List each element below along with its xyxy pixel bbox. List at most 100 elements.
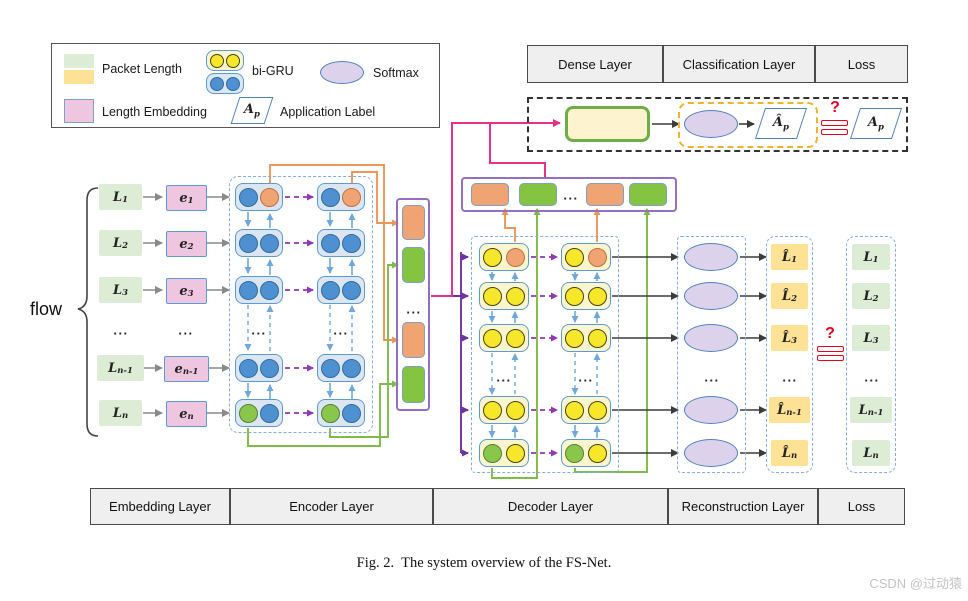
gru-unit-icon [342, 233, 362, 253]
softmax-ellipse [684, 324, 738, 352]
encoder-backward-state-item [402, 205, 425, 240]
gru-unit-icon [565, 400, 585, 420]
reconstructed-length-box: L̂2 [771, 283, 808, 309]
bigru-cell [317, 229, 365, 257]
header-loss-top: Loss [815, 45, 908, 83]
gru-unit-icon [260, 280, 280, 300]
ellipsis: ... [178, 322, 194, 338]
dense-layer-block [565, 106, 650, 142]
gru-unit-icon [565, 328, 585, 348]
packet-length-green-swatch [64, 54, 94, 68]
legend-bigru-label: bi-GRU [252, 64, 294, 78]
gru-unit-icon [565, 247, 585, 267]
classification-equals-bar [821, 120, 848, 126]
classification-softmax-ellipse [684, 110, 738, 138]
length-embedding-swatch [64, 99, 94, 123]
legend-length-embedding-label: Length Embedding [102, 105, 207, 119]
bigru-cell [479, 396, 529, 424]
gru-unit-icon [226, 76, 241, 91]
gru-unit-icon [505, 400, 525, 420]
gru-unit-icon [342, 280, 362, 300]
application-label-icon: Ap [230, 97, 274, 124]
bigru-cell [561, 324, 611, 352]
bigru-cell [317, 354, 365, 382]
legend-box: Packet Length Length Embedding bi-GRU Ap… [51, 43, 440, 128]
bigru-cell [235, 399, 283, 427]
reconstructed-length-box: L̂n [771, 440, 808, 466]
softmax-container [677, 236, 746, 473]
packet-length-yellow-swatch [64, 70, 94, 84]
bigru-cell [479, 282, 529, 310]
ellipsis: ... [113, 322, 129, 338]
classification-orange-dashed-box [678, 102, 818, 148]
gru-unit-icon [587, 400, 607, 420]
gru-final-forward-state [320, 403, 340, 423]
bigru-cell [235, 229, 283, 257]
gru-unit-icon [483, 400, 503, 420]
footer-reconstruction-layer: Reconstruction Layer [668, 488, 818, 525]
gru-unit-icon [260, 358, 280, 378]
reconstruction-question-mark: ? [825, 325, 835, 342]
bottom-layer-header: Embedding Layer Encoder Layer Decoder La… [90, 488, 905, 525]
gru-unit-icon [260, 403, 280, 423]
bigru-cell [235, 354, 283, 382]
ellipsis: ... [782, 369, 798, 385]
gru-unit-icon [587, 443, 607, 463]
gru-unit-icon [505, 328, 525, 348]
gru-unit-icon [483, 247, 503, 267]
softmax-ellipse [684, 396, 738, 424]
bigru-cell [235, 183, 283, 211]
gru-unit-icon [226, 53, 241, 68]
classification-question-mark: ? [830, 99, 840, 116]
watermark: CSDN @过动猿 [869, 576, 962, 591]
ellipsis: ... [406, 301, 422, 317]
bigru-cell [561, 439, 611, 467]
bigru-cell [561, 243, 611, 271]
footer-encoder-layer: Encoder Layer [230, 488, 433, 525]
encoder-state-concat-frame [396, 198, 430, 411]
softmax-ellipse [684, 439, 738, 467]
header-dense-layer: Dense Layer [527, 45, 663, 83]
gru-unit-icon [505, 443, 525, 463]
gru-unit-icon [342, 403, 362, 423]
ellipsis: ... [251, 322, 267, 338]
reconstruction-equals-bar [817, 355, 844, 361]
bigru-cell [479, 439, 529, 467]
reconstructed-length-box: L̂1 [771, 244, 808, 270]
bigru-cell [479, 243, 529, 271]
ellipsis: ... [333, 322, 349, 338]
gru-unit-icon [505, 286, 525, 306]
gru-final-forward-state [238, 403, 258, 423]
bigru-cell [561, 282, 611, 310]
classification-dashed-box [527, 97, 908, 152]
gru-unit-icon [483, 286, 503, 306]
gru-final-forward-state [483, 443, 503, 463]
footer-embedding-layer: Embedding Layer [90, 488, 230, 525]
reconstructed-length-container [766, 236, 813, 473]
reconstruction-equals-bar [817, 346, 844, 352]
classification-equals-bar [821, 129, 848, 135]
footer-loss: Loss [818, 488, 905, 525]
decoder-state-concat-frame [461, 177, 677, 212]
gru-unit-icon [320, 280, 340, 300]
header-classification-layer: Classification Layer [663, 45, 815, 83]
decoder-forward-state-item [629, 183, 667, 206]
bigru-cell [235, 276, 283, 304]
gru-final-backward-state [260, 187, 280, 207]
ellipsis: ... [704, 369, 720, 385]
